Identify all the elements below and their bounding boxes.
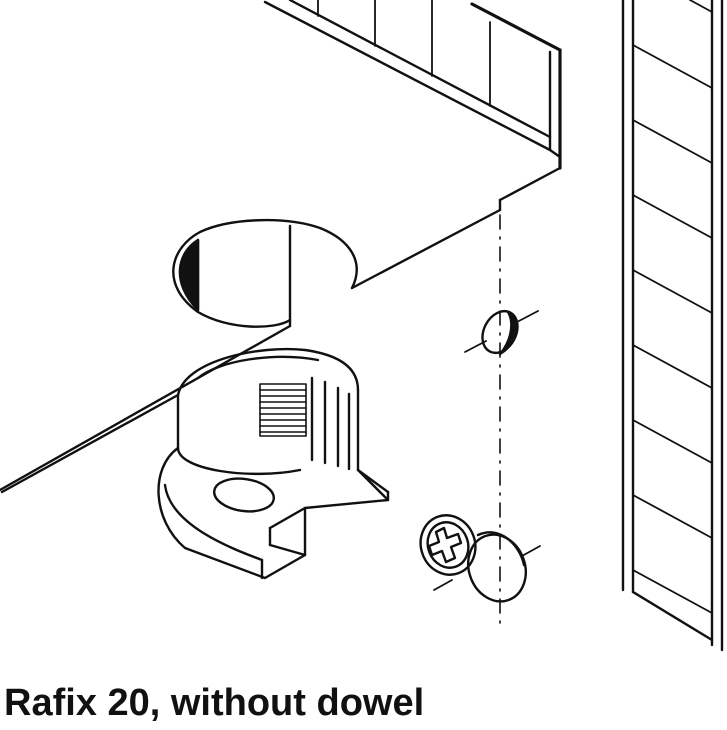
side-panel — [621, 0, 724, 652]
shelf-panel — [0, 0, 562, 494]
connector-housing — [157, 347, 390, 580]
connecting-screw — [419, 514, 541, 603]
drill-hole — [172, 218, 358, 328]
rafix-diagram — [0, 0, 724, 652]
pin-hole — [464, 309, 539, 356]
side-panel-grain — [632, 0, 713, 614]
caption: Rafix 20, without dowel — [4, 682, 425, 724]
shelf-edge-grain — [317, 0, 491, 107]
